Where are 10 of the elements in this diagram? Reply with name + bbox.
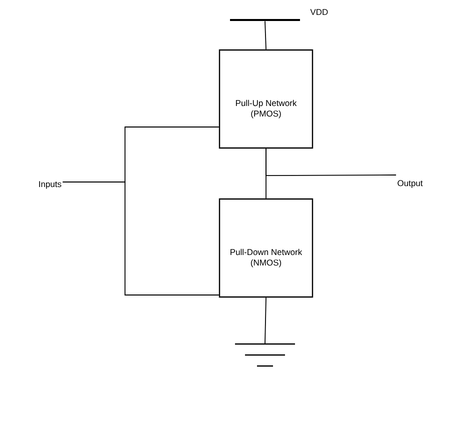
wire [264,20,266,50]
network-box: Pull-Up Network (PMOS) [218,49,314,149]
terminal-label: Inputs [39,181,62,189]
wire [62,182,220,296]
terminal-label: Output [398,180,423,188]
rail-label: VDD [310,9,328,15]
wire [264,297,266,344]
network-box: Pull-Down Network (NMOS) [218,198,314,298]
wire [266,148,396,176]
ground-symbol [235,343,295,367]
